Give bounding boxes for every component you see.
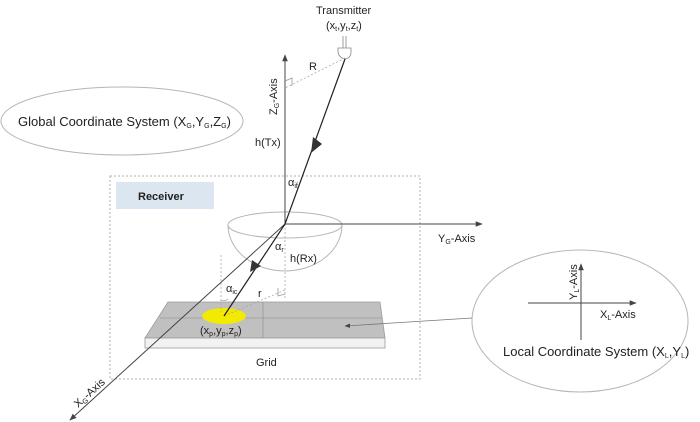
- r-right-angle: [277, 288, 286, 297]
- transmitter-title: Transmitter: [316, 5, 372, 17]
- grid-top-surface: [144, 301, 386, 339]
- alpha-ic-arc: [220, 298, 229, 302]
- local-x-axis-label: XL-Axis: [600, 309, 636, 322]
- spot-to-r-dashed: [223, 289, 286, 317]
- x-axis: [69, 223, 286, 421]
- y-axis-label: YG-Axis: [438, 233, 476, 246]
- receiver-label: Receiver: [138, 191, 185, 203]
- grid-label: Grid: [256, 357, 277, 369]
- local-system-ellipse: [471, 249, 689, 393]
- global-system-ellipse: [0, 86, 244, 156]
- receiver-label-box: [116, 182, 214, 209]
- local-system-label: Local Coordinate System (XL,YL): [503, 344, 689, 360]
- z-axis-label: ZG-Axis: [268, 78, 281, 115]
- refracted-ray: [223, 223, 286, 317]
- R-dashed-line: [284, 57, 346, 89]
- R-right-angle: [284, 77, 293, 86]
- alpha-ic-label: αic: [226, 283, 238, 296]
- h-rx-label: h(Rx): [290, 253, 317, 265]
- transmitter-coords: (xt,yt,zt): [326, 20, 362, 33]
- h-tx-label: h(Tx): [255, 137, 281, 149]
- incident-ray-arrow: [311, 137, 322, 153]
- local-y-axis-label: YL-Axis: [568, 264, 581, 300]
- refracted-ray-arrow: [250, 260, 261, 272]
- global-system-label: Global Coordinate System (XG,YG,ZG): [18, 114, 231, 130]
- r-label: r: [258, 288, 262, 300]
- alpha-if-arc: [284, 211, 291, 214]
- alpha-r-label: αr: [275, 241, 284, 254]
- receiver-region: [109, 175, 421, 380]
- local-callout-line: [344, 317, 473, 328]
- spot-coords: (xp,yp,zp): [200, 325, 242, 338]
- grid-front-edge: [144, 337, 386, 349]
- x-axis-label: XG-Axis: [72, 376, 109, 411]
- alpha-if-label: αif: [288, 177, 298, 190]
- R-label: R: [309, 61, 317, 73]
- antenna-icon: [337, 36, 352, 60]
